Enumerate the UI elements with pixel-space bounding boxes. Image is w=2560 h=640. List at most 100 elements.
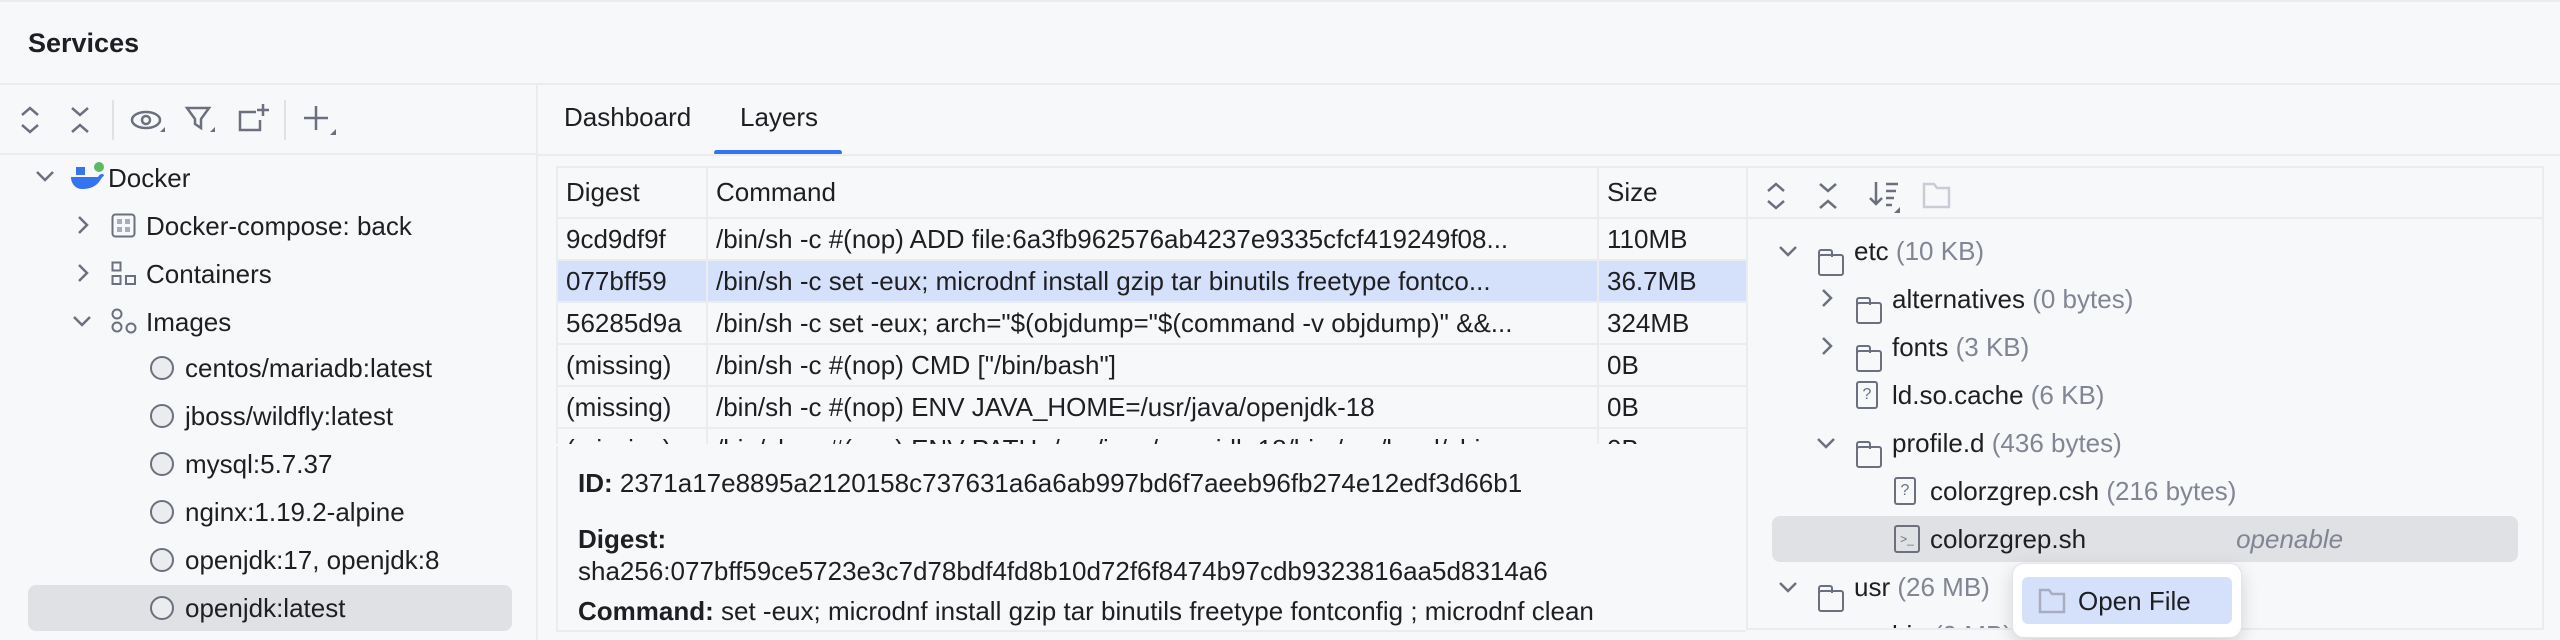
sort-icon[interactable] <box>1868 180 1902 214</box>
file-name: usr <box>1854 572 1891 602</box>
docker-icon <box>71 162 104 189</box>
context-menu: Open File <box>2012 563 2242 638</box>
collapse-all-icon[interactable] <box>68 106 92 134</box>
chevron-down-icon[interactable] <box>72 314 92 328</box>
table-row[interactable]: (missing)/bin/sh -c #(nop) CMD ["/bin/ba… <box>558 344 1746 387</box>
file-size: (26 MB) <box>1897 572 1990 602</box>
file-tree-item[interactable]: profile.d (436 bytes) <box>1772 420 2518 468</box>
file-tree-panel: etc (10 KB) alternatives (0 bytes)fonts (… <box>1746 166 2544 630</box>
cell-digest: 077bff59 <box>558 260 708 303</box>
containers-icon <box>111 261 136 285</box>
cell-command: /bin/sh -c set -eux; arch="$(objdump="$(… <box>707 302 1599 345</box>
table-row[interactable]: (missing)/bin/sh -c #(nop) ENV JAVA_HOME… <box>558 386 1746 429</box>
image-icon <box>150 452 174 476</box>
tree-item-docker[interactable]: Docker <box>0 155 537 201</box>
file-tree-item[interactable]: alternatives (0 bytes) <box>1772 276 2518 324</box>
table-row[interactable]: (missing)/bin/sh -c #(nop) ENV PATH=/usr… <box>558 428 1746 444</box>
chevron-down-icon[interactable] <box>35 169 55 183</box>
tree-item-label: openjdk:17, openjdk:8 <box>185 545 440 575</box>
chevron-down-icon[interactable] <box>1778 244 1798 263</box>
folder-icon <box>1855 345 1882 372</box>
file-size: (10 KB) <box>1895 236 1985 266</box>
table-row[interactable]: 9cd9df9f/bin/sh -c #(nop) ADD file:6a3fb… <box>558 218 1746 261</box>
file-tree-item[interactable]: ?ld.so.cache (6 KB) <box>1772 372 2518 418</box>
column-header-digest[interactable]: Digest <box>558 168 708 219</box>
image-icon <box>150 404 174 428</box>
file-tree-item[interactable]: fonts (3 KB) <box>1772 324 2518 372</box>
tree-item-image[interactable]: nginx:1.19.2-alpine <box>28 489 512 535</box>
panel-divider[interactable] <box>536 84 538 640</box>
expand-all-icon[interactable] <box>1764 182 1788 210</box>
tab-layers[interactable]: Layers <box>740 102 819 132</box>
cell-size: 324MB <box>1598 302 1746 345</box>
table-row[interactable]: 077bff59/bin/sh -c set -eux; microdnf in… <box>558 260 1746 303</box>
detail-id-value: 2371a17e8895a2120158c737631a6a6ab997bd6f… <box>619 468 1523 498</box>
table-row[interactable]: 56285d9a/bin/sh -c set -eux; arch="$(obj… <box>558 302 1746 345</box>
folder-icon[interactable] <box>1922 182 1952 210</box>
add-icon[interactable] <box>302 102 338 138</box>
tree-item-label: Containers <box>146 259 272 289</box>
file-tree-item[interactable]: usr (26 MB) <box>1772 564 2518 612</box>
tree-item-image[interactable]: openjdk:latest <box>28 585 512 631</box>
folder-icon <box>1855 297 1882 324</box>
unknown-file-icon: ? <box>1894 477 1916 505</box>
file-tree-item[interactable]: bin (9 MB) <box>1772 612 2518 630</box>
cell-command: /bin/sh -c #(nop) ENV PATH=/usr/java/ope… <box>707 428 1599 444</box>
detail-digest-label: Digest: <box>578 524 667 554</box>
file-name: colorzgrep.sh <box>1930 524 2087 554</box>
chevron-right-icon[interactable] <box>76 215 90 235</box>
tree-item-image[interactable]: openjdk:17, openjdk:8 <box>28 537 512 583</box>
column-header-size[interactable]: Size <box>1598 168 1746 219</box>
cell-digest: (missing) <box>558 428 708 444</box>
chevron-right-icon[interactable] <box>1820 336 1834 361</box>
chevron-down-icon[interactable] <box>1816 628 1836 630</box>
cell-digest: 9cd9df9f <box>558 218 708 261</box>
cell-digest: (missing) <box>558 386 708 429</box>
collapse-all-icon[interactable] <box>1816 182 1840 210</box>
tree-item-label: jboss/wildfly:latest <box>185 401 394 431</box>
cell-size: 110MB <box>1598 218 1746 261</box>
folder-icon <box>1855 441 1882 468</box>
tree-item-images[interactable]: Images <box>0 299 537 345</box>
file-label: etc (10 KB) <box>1854 236 1984 266</box>
image-icon <box>150 596 174 620</box>
tree-item-image[interactable]: mysql:5.7.37 <box>28 441 512 487</box>
file-label: colorzgrep.sh openable <box>1930 524 2343 554</box>
chevron-down-icon[interactable] <box>1778 580 1798 599</box>
detail-id: ID: 2371a17e8895a2120158c737631a6a6ab997… <box>578 468 1522 498</box>
tree-item-label: openjdk:latest <box>185 593 346 623</box>
new-tab-icon[interactable] <box>236 102 272 136</box>
chevron-down-icon[interactable] <box>1816 436 1836 455</box>
tree-item-image[interactable]: centos/mariadb:latest <box>28 345 512 391</box>
top-border <box>0 0 2560 2</box>
column-header-command[interactable]: Command <box>707 168 1599 219</box>
file-size: (9 MB) <box>1934 620 2012 628</box>
menu-item-open-file[interactable]: Open File <box>2022 577 2232 624</box>
tree-item-label: Images <box>146 307 232 337</box>
file-tree-item[interactable]: etc (10 KB) <box>1772 228 2518 276</box>
tree-item-docker-compose[interactable]: Docker-compose: back <box>0 203 537 249</box>
file-note: openable <box>2236 524 2344 554</box>
cell-command: /bin/sh -c #(nop) ADD file:6a3fb962576ab… <box>707 218 1599 261</box>
active-tab-indicator <box>714 150 842 155</box>
file-tree-item[interactable]: ?colorzgrep.csh (216 bytes) <box>1772 468 2518 514</box>
chevron-right-icon[interactable] <box>76 263 90 283</box>
eye-icon[interactable] <box>130 104 166 136</box>
file-name: bin <box>1892 620 1927 628</box>
expand-all-icon[interactable] <box>18 106 42 134</box>
file-toolbar-divider <box>1748 217 2542 219</box>
detail-command-value: set -eux; microdnf install gzip tar binu… <box>721 596 1594 626</box>
file-size: (6 KB) <box>2030 380 2105 410</box>
tree-item-containers[interactable]: Containers <box>0 251 537 297</box>
tab-dashboard[interactable]: Dashboard <box>564 102 692 132</box>
file-label: profile.d (436 bytes) <box>1892 428 2122 458</box>
tree-item-image[interactable]: jboss/wildfly:latest <box>28 393 512 439</box>
filter-icon[interactable] <box>184 104 220 136</box>
image-icon <box>150 548 174 572</box>
folder-icon <box>1817 249 1844 276</box>
file-name: alternatives <box>1892 284 2025 314</box>
chevron-right-icon[interactable] <box>1820 288 1834 313</box>
toolbar-separator <box>112 100 114 140</box>
file-name: profile.d <box>1892 428 1985 458</box>
